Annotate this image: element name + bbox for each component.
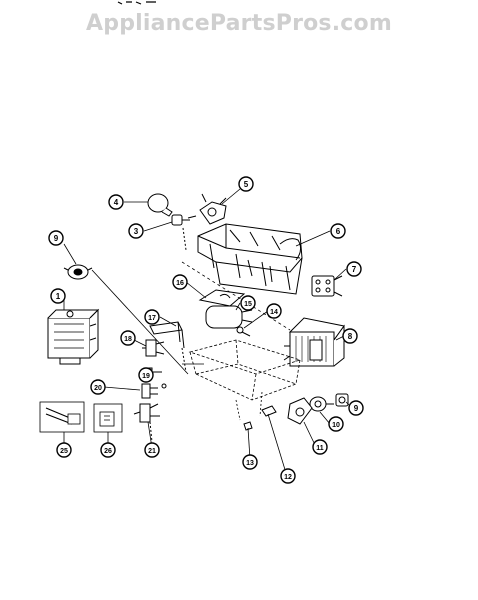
callout-number: 5 — [244, 180, 249, 189]
callout-number: 19 — [142, 373, 150, 380]
callout-number: 14 — [270, 309, 278, 316]
callout-circle — [144, 309, 160, 325]
motor-mounting-bracket — [287, 397, 313, 425]
callout-number: 12 — [284, 474, 292, 481]
callout-number: 6 — [336, 227, 341, 236]
screw — [236, 326, 251, 337]
turntable-motor — [309, 396, 334, 412]
terminal-block — [335, 393, 349, 407]
callout-number: 25 — [60, 448, 68, 455]
callout-c17: 17 — [144, 309, 160, 325]
lamp-socket — [171, 214, 190, 251]
spacer-part — [243, 421, 253, 431]
callout-number: 7 — [352, 265, 357, 274]
callout-c3: 3 — [128, 223, 144, 239]
callout-number: 1 — [56, 292, 61, 301]
callout-circle — [328, 416, 344, 432]
callout-c1: 1 — [50, 288, 66, 304]
callout-c5: 5 — [238, 176, 254, 192]
switch-bracket — [149, 321, 187, 373]
callout-circle — [172, 274, 188, 290]
callout-circle — [50, 288, 66, 304]
clip-part — [261, 405, 277, 417]
callout-circle — [330, 223, 346, 239]
thermal-fuse-block — [311, 275, 343, 297]
fuse-holder-box — [93, 403, 123, 433]
base-plate — [188, 339, 302, 421]
callout-c4: 4 — [108, 194, 124, 210]
high-voltage-transformer — [283, 317, 345, 367]
fan-motor — [187, 193, 227, 225]
door-switch-monitor — [141, 383, 167, 399]
callout-c19: 19 — [138, 367, 154, 383]
callout-number: 18 — [124, 336, 132, 343]
callout-circle — [238, 176, 254, 192]
door-switch-lever — [133, 403, 160, 443]
callout-circle — [100, 442, 116, 458]
callout-c8: 8 — [342, 328, 358, 344]
callout-number: 20 — [94, 385, 102, 392]
callout-c9a: 9 — [48, 230, 64, 246]
callout-circle — [280, 468, 296, 484]
callout-c26: 26 — [100, 442, 116, 458]
callout-c18: 18 — [120, 330, 136, 346]
callout-c15: 15 — [240, 295, 256, 311]
callout-circle — [342, 328, 358, 344]
callout-circle — [266, 303, 282, 319]
callout-markers: 4 5 3 6 9 7 16 1 15 14 17 8 18 19 20 9 10 25 26 21 11 13 12 — [48, 176, 364, 484]
callout-c20: 20 — [90, 379, 106, 395]
leader-lines — [63, 188, 351, 474]
callout-number: 4 — [114, 198, 119, 207]
callout-number: 26 — [104, 448, 112, 455]
callout-circle — [90, 379, 106, 395]
callout-c21: 21 — [144, 442, 160, 458]
callout-circle — [312, 439, 328, 455]
callout-circle — [128, 223, 144, 239]
callout-circle — [138, 367, 154, 383]
callout-circle — [346, 261, 362, 277]
lamp-bulb — [147, 193, 173, 217]
callout-number: 8 — [348, 332, 353, 341]
callout-circle — [242, 454, 258, 470]
callout-number: 10 — [332, 422, 340, 429]
watermark: AppliancePartsPros.com — [86, 11, 392, 36]
callout-c16: 16 — [172, 274, 188, 290]
callout-c25: 25 — [56, 442, 72, 458]
callout-number: 3 — [134, 227, 139, 236]
callout-c7: 7 — [346, 261, 362, 277]
callout-number: 9 — [54, 234, 59, 243]
magnetron — [47, 308, 100, 365]
callout-circle — [240, 295, 256, 311]
callout-c12: 12 — [280, 468, 296, 484]
callout-number: 9 — [354, 404, 359, 413]
door-switch-primary — [142, 339, 165, 357]
callout-circle — [120, 330, 136, 346]
callout-c10: 10 — [328, 416, 344, 432]
callout-circle — [108, 194, 124, 210]
callout-c14: 14 — [266, 303, 282, 319]
callout-c13: 13 — [242, 454, 258, 470]
callout-c6: 6 — [330, 223, 346, 239]
fan-blade-ring — [63, 264, 93, 280]
thermistor-probe-box — [39, 401, 85, 433]
callout-number: 21 — [148, 448, 156, 455]
chassis-frame — [197, 223, 303, 295]
callout-circle — [56, 442, 72, 458]
callout-c11: 11 — [312, 439, 328, 455]
callout-number: 16 — [176, 280, 184, 287]
callout-circle — [48, 230, 64, 246]
callout-number: 15 — [244, 301, 252, 308]
callout-c9b: 9 — [348, 400, 364, 416]
callout-circle — [144, 442, 160, 458]
callout-number: 11 — [316, 445, 324, 452]
callout-number: 17 — [148, 315, 156, 322]
callout-number: 13 — [246, 460, 254, 467]
callout-circle — [348, 400, 364, 416]
